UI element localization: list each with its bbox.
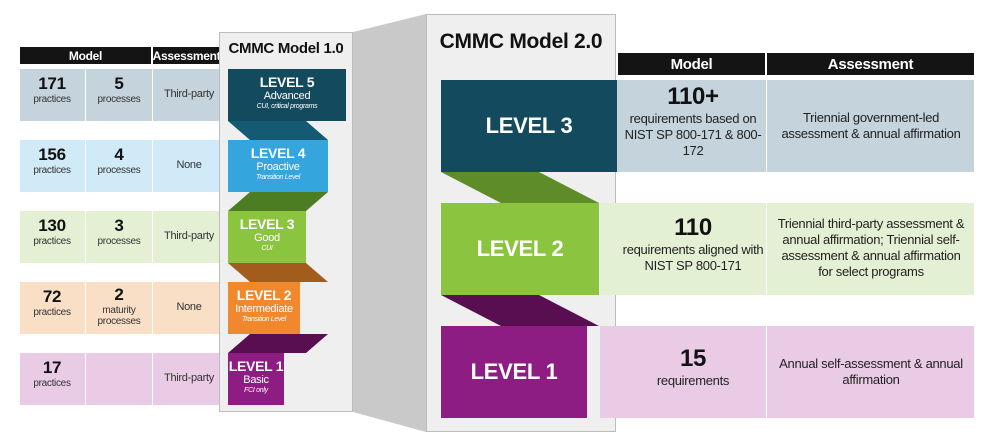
v1-level2-box: LEVEL 2 Intermediate Transition Level	[228, 282, 300, 334]
processes-count: 3 processes	[97, 216, 141, 247]
v2-title: CMMC Model 2.0	[439, 30, 603, 53]
v1-separator	[85, 69, 86, 405]
v2-separator	[766, 80, 767, 418]
v2-level2-box: LEVEL 2	[441, 203, 599, 295]
v2-model-header: Model	[618, 53, 765, 75]
v2-band-level1	[600, 326, 974, 418]
assessment-type: Third-party	[164, 230, 214, 242]
assessment-type: Third-party	[164, 88, 214, 100]
v1-band-level5	[20, 69, 225, 121]
processes-count: 5 processes	[97, 74, 141, 105]
v2-assessment-level1: Annual self-assessment & annual affirmat…	[779, 356, 963, 387]
assessment-type: Third-party	[164, 372, 214, 384]
v2-assessment-header: Assessment	[767, 53, 974, 75]
assessment-type: None	[176, 301, 202, 313]
v1-separator	[152, 69, 153, 405]
assessment-type: None	[176, 159, 202, 171]
practices-count: 130 practices	[33, 216, 71, 247]
v1-band-level1	[20, 353, 225, 405]
practices-count: 156 practices	[33, 145, 71, 176]
v1-band-level4	[20, 140, 225, 192]
v2-level1-box: LEVEL 1	[441, 326, 587, 418]
v2-requirements-level2: 110 requirements aligned with NIST SP 80…	[622, 214, 764, 273]
v1-level3-box: LEVEL 3 Good CUI	[228, 211, 306, 263]
v2-band-level3	[600, 80, 974, 172]
v2-band-level2	[600, 203, 974, 295]
processes-count: 4 processes	[97, 145, 141, 176]
practices-count: 17 practices	[33, 358, 71, 389]
v1-title: CMMC Model 1.0	[228, 40, 344, 57]
practices-count: 72 practices	[33, 287, 71, 318]
v1-level5-box: LEVEL 5 Advanced CUI, critical programs	[228, 69, 346, 121]
v2-level3-box: LEVEL 3	[441, 80, 617, 172]
v1-assessment-header: Assessment	[152, 47, 221, 64]
v1-level4-box: LEVEL 4 Proactive Transition Level	[228, 140, 328, 192]
v1-band-level2	[20, 282, 225, 334]
v2-requirements-level3: 110+ requirements based on NIST SP 800-1…	[624, 83, 762, 158]
v1-model-header: Model	[20, 47, 151, 64]
v1-band-level3	[20, 211, 225, 263]
practices-count: 171 practices	[33, 74, 71, 105]
processes-count: 2 maturity processes	[97, 285, 141, 327]
v2-requirements-level1: 15 requirements	[656, 345, 730, 388]
v1-level1-box: LEVEL 1 Basic FCI only	[228, 353, 284, 405]
v2-assessment-level3: Triennial government-led assessment & an…	[781, 110, 961, 141]
v2-assessment-level2: Triennial third-party assessment & annua…	[777, 216, 965, 279]
